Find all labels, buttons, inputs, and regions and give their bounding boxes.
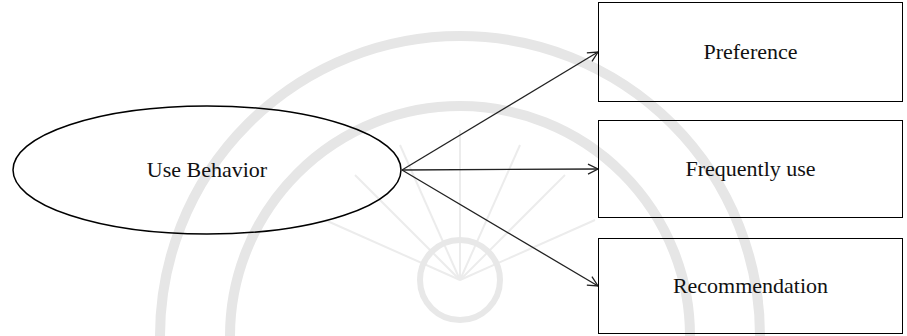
- arrow-connector: [402, 169, 598, 170]
- indicator-box: Frequently use: [598, 120, 903, 218]
- arrow-connector: [402, 52, 598, 170]
- indicator-box: Recommendation: [598, 238, 903, 334]
- node-label: Preference: [703, 39, 797, 65]
- node-label: Use Behavior: [147, 157, 267, 183]
- indicator-box: Preference: [598, 2, 903, 102]
- node-label: Frequently use: [685, 156, 815, 182]
- construct-ellipse: Use Behavior: [12, 105, 402, 235]
- arrow-connector: [402, 170, 598, 286]
- node-label: Recommendation: [673, 273, 828, 299]
